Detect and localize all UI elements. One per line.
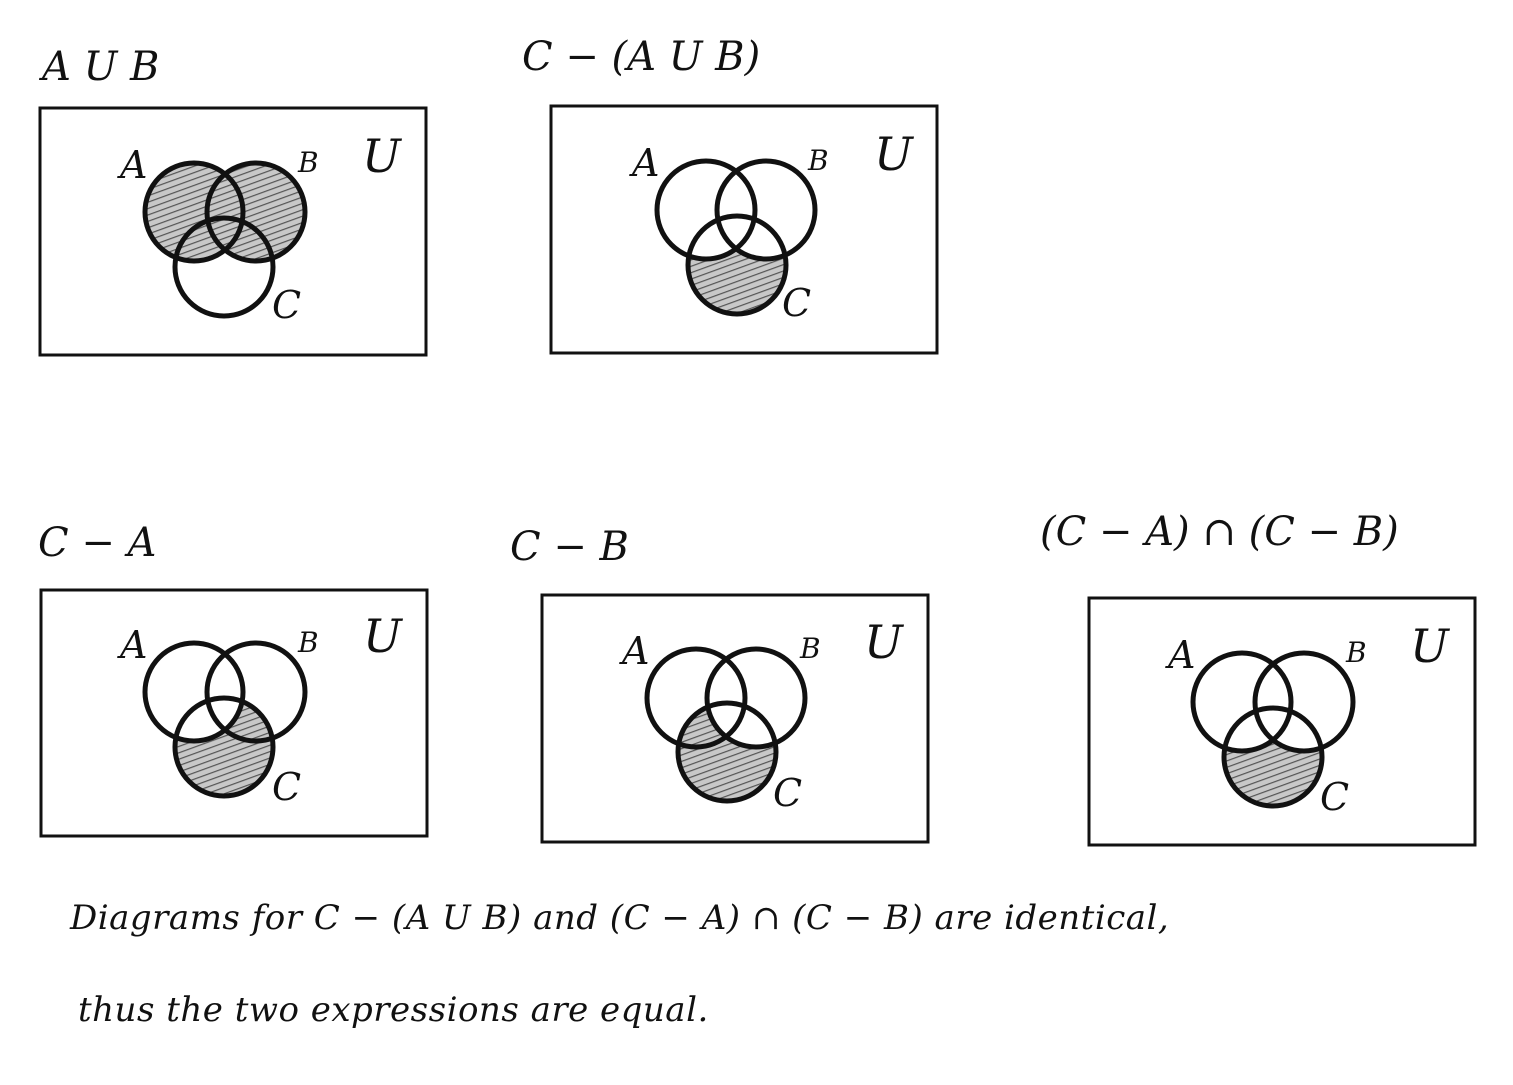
diagram-title: A U B — [38, 44, 159, 90]
venn-diagram-c-minus-aub: C − (A U B) A B C U — [522, 34, 939, 355]
caption-line-1: Diagrams for C − (A U B) and (C − A) ∩ (… — [70, 898, 1170, 938]
set-c-circle — [172, 215, 276, 319]
set-a-circle — [644, 646, 748, 750]
set-b-circle — [1252, 650, 1356, 754]
universe-label: U — [362, 129, 403, 183]
universe-label: U — [363, 609, 404, 663]
universe-label: U — [874, 127, 915, 181]
diagram-title: C − B — [510, 524, 629, 570]
set-a-circle — [142, 640, 246, 744]
universe-label: U — [864, 615, 905, 669]
venn-diagram-c-minus-b: C − B A B C U — [510, 524, 930, 844]
universe-frame — [39, 588, 429, 838]
set-a-label: A — [629, 141, 659, 185]
venn-diagram-intersection: (C − A) ∩ (C − B) A B C U — [1040, 509, 1477, 847]
universe-frame — [1087, 596, 1477, 847]
set-a-label: A — [1165, 633, 1195, 677]
set-b-label: B — [1345, 636, 1367, 669]
set-b-label: B — [297, 626, 319, 659]
caption-line-2: thus the two expressions are equal. — [78, 990, 709, 1030]
set-a-label: A — [117, 623, 147, 667]
shaded-region — [145, 163, 305, 261]
set-a-circle — [142, 160, 246, 264]
set-a-circle — [654, 158, 758, 262]
shaded-region — [175, 698, 273, 796]
set-b-label: B — [297, 146, 319, 179]
set-b-circle — [204, 640, 308, 744]
set-b-circle — [204, 160, 308, 264]
diagram-title: (C − A) ∩ (C − B) — [1040, 509, 1399, 555]
shaded-region — [688, 216, 786, 314]
set-b-circle — [714, 158, 818, 262]
set-b-circle — [704, 646, 808, 750]
set-c-circle — [172, 695, 276, 799]
set-c-label: C — [782, 281, 811, 325]
venn-diagram-c-minus-a: C − A A B C U — [38, 520, 429, 838]
set-b-label: B — [799, 632, 821, 665]
diagram-title: C − A — [38, 520, 156, 566]
shaded-region — [678, 703, 776, 801]
set-a-circle — [1190, 650, 1294, 754]
set-c-label: C — [272, 283, 301, 327]
set-c-circle — [675, 700, 779, 804]
universe-frame — [38, 106, 428, 357]
set-c-circle — [1221, 705, 1325, 809]
set-a-label: A — [117, 143, 147, 187]
universe-label: U — [1410, 619, 1451, 673]
set-a-label: A — [619, 629, 649, 673]
shaded-region — [1224, 708, 1322, 806]
diagram-title: C − (A U B) — [522, 34, 760, 80]
universe-frame — [540, 593, 930, 844]
set-c-label: C — [773, 771, 802, 815]
universe-frame — [549, 104, 939, 355]
set-c-label: C — [272, 765, 301, 809]
set-c-label: C — [1320, 775, 1349, 819]
set-c-circle — [685, 213, 789, 317]
venn-diagram-aub: A U B A B C U — [38, 44, 428, 357]
set-b-label: B — [807, 144, 829, 177]
